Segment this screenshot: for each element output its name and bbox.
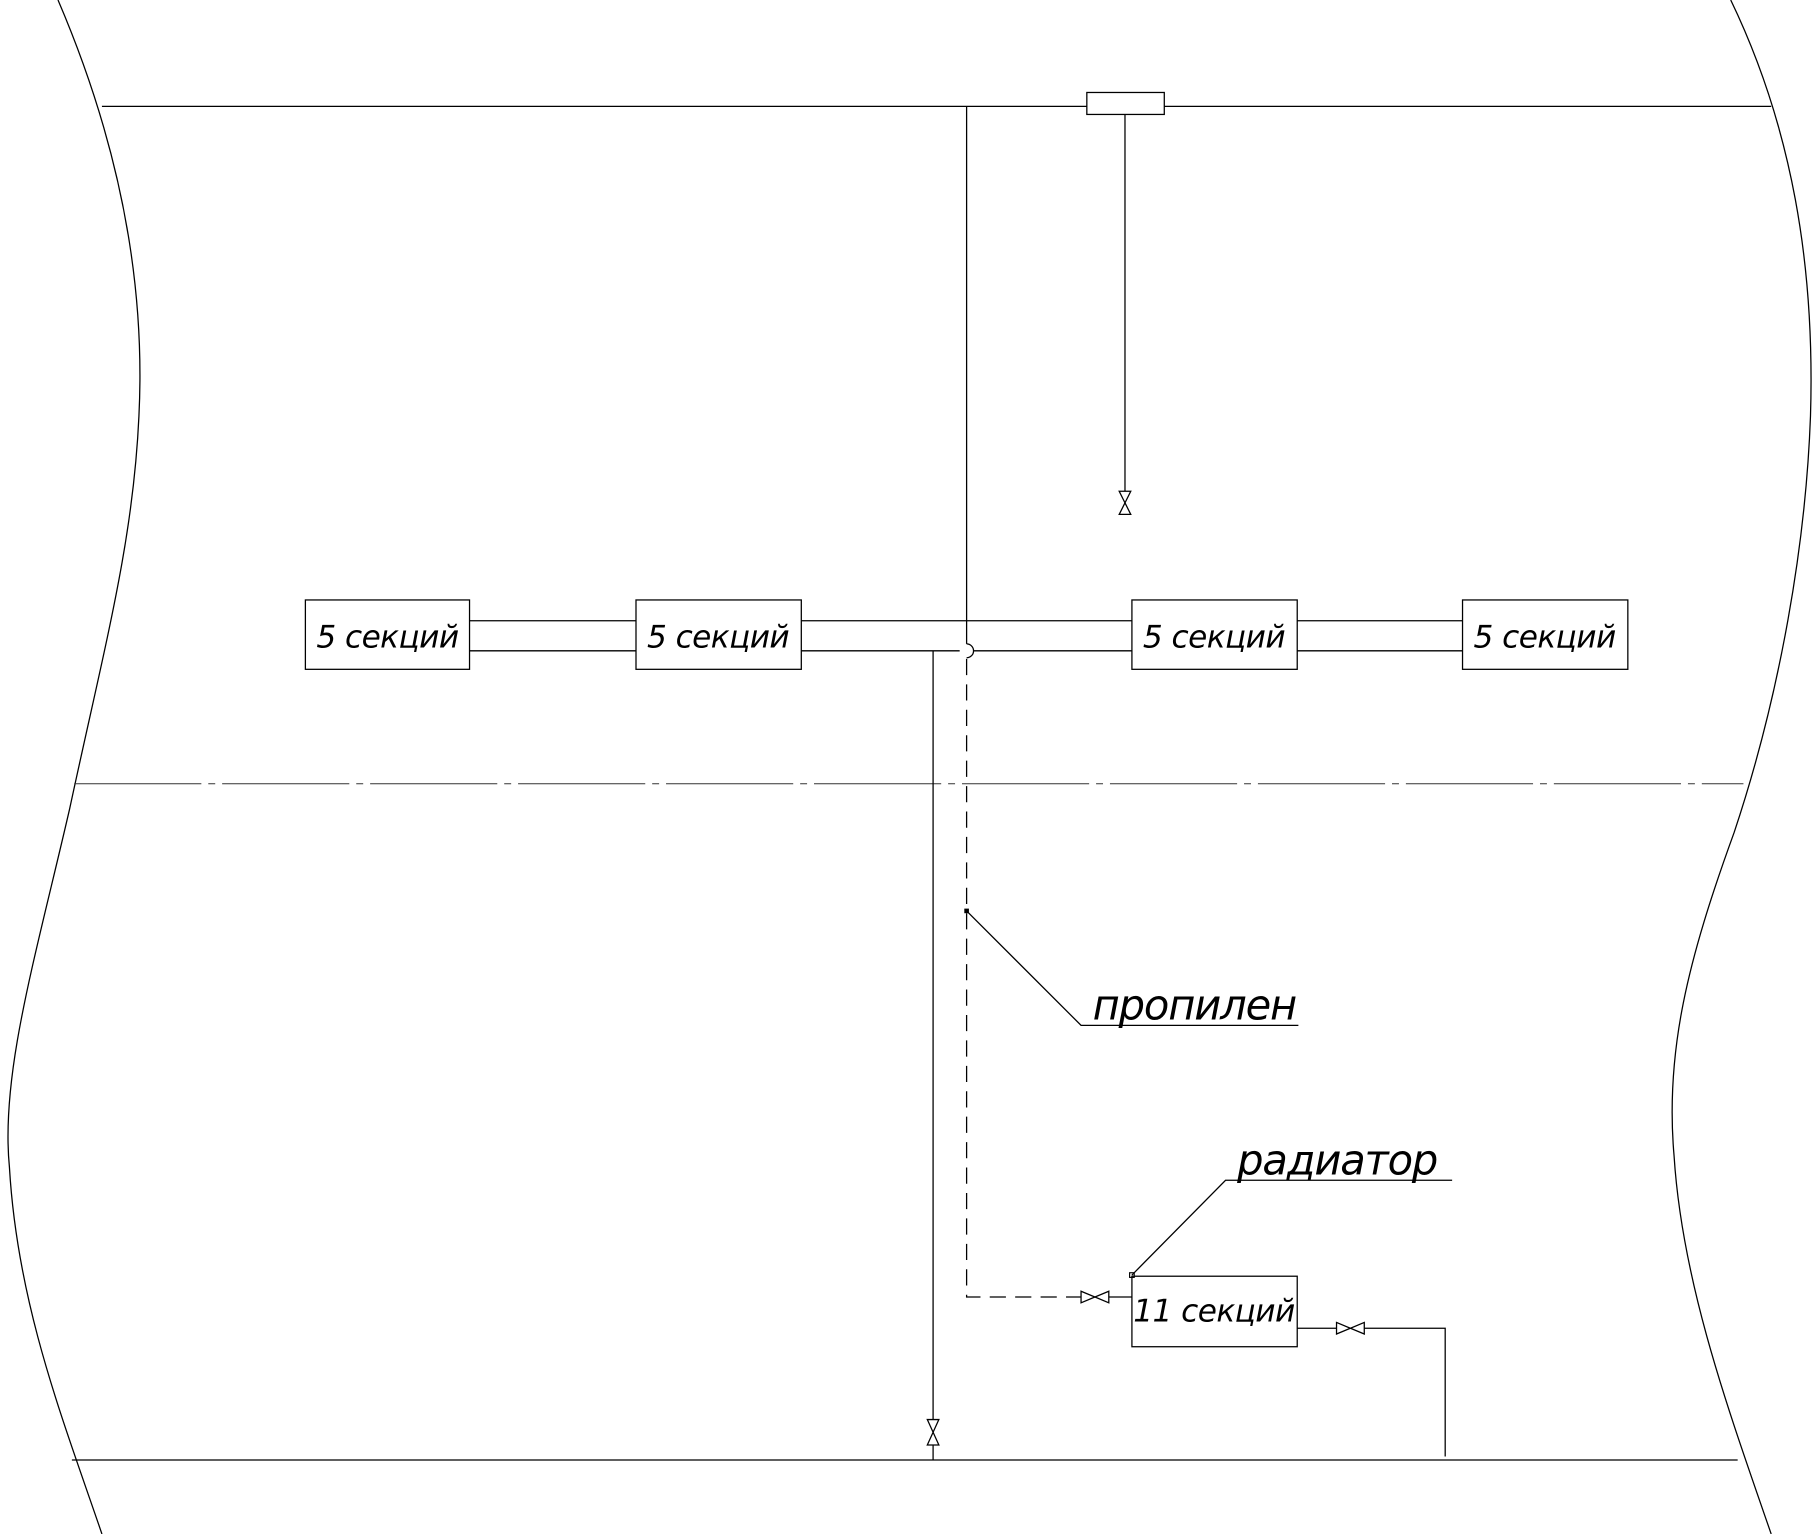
radiator-label: 5 секций bbox=[1143, 619, 1285, 655]
radiator-2: 5 секций bbox=[635, 599, 802, 670]
callout-radiator: радиатор bbox=[1129, 1135, 1453, 1278]
radiator-return-drop bbox=[1364, 1327, 1446, 1457]
left-break-line bbox=[7, 0, 141, 1534]
valve-icon bbox=[1118, 490, 1132, 516]
radiator-label: 5 секций bbox=[647, 619, 789, 655]
propylene-riser bbox=[965, 658, 1082, 1298]
callout-text: пропилен bbox=[1093, 981, 1296, 1030]
radiator-connections bbox=[469, 620, 1463, 652]
radiator-1: 5 секций bbox=[304, 599, 471, 670]
radiator-lower: 11 секций bbox=[1131, 1275, 1298, 1348]
radiator-label: 5 секций bbox=[1474, 619, 1616, 655]
supply-fitting bbox=[1086, 91, 1165, 116]
radiator-label: 5 секций bbox=[316, 619, 458, 655]
valve-icon bbox=[926, 1418, 940, 1446]
radiator-3: 5 секций bbox=[1131, 599, 1298, 670]
pipe-crossing-hop bbox=[966, 643, 975, 659]
radiator-label: 11 секций bbox=[1133, 1293, 1295, 1329]
callout-text: радиатор bbox=[1236, 1135, 1437, 1184]
right-break-line bbox=[1671, 0, 1812, 1534]
callout-propylene: пропилен bbox=[964, 908, 1299, 1030]
radiator-4: 5 секций bbox=[1461, 599, 1629, 670]
valve-icon bbox=[1335, 1321, 1365, 1335]
valve-icon bbox=[1080, 1290, 1110, 1304]
